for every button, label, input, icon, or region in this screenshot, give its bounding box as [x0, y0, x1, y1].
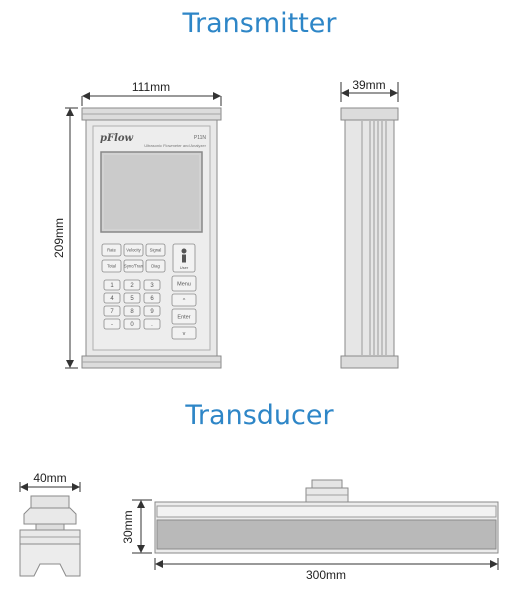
rail-scale-strip [156, 519, 497, 550]
key-face [123, 279, 141, 291]
key-label: 1 [110, 283, 114, 289]
transmitter-side-view: 39mm [340, 78, 399, 369]
key-label: - [111, 322, 113, 328]
key-num-7[interactable]: 8 [123, 305, 141, 317]
key-label: ^ [183, 298, 186, 304]
key-face [101, 243, 122, 257]
key-num-1[interactable]: 2 [123, 279, 141, 291]
user-key[interactable]: User [172, 243, 196, 273]
key-rate[interactable]: Rate [101, 243, 122, 257]
key-label: User [180, 265, 189, 270]
key-label: 5 [130, 296, 134, 302]
key-face [123, 305, 141, 317]
clamp-cap [311, 479, 343, 489]
key-num-9[interactable]: - [103, 318, 121, 330]
key-label: 2 [130, 283, 134, 289]
key-label: 4 [110, 296, 114, 302]
key-side-0[interactable]: Menu [171, 275, 197, 292]
key-sync-tran[interactable]: Sync/Tran [123, 259, 144, 273]
user-icon [181, 248, 187, 263]
key-label: Velocity [126, 247, 141, 252]
key-face [171, 308, 197, 325]
depth-label: 39mm [352, 78, 385, 92]
transducer-end-view: 40mm [19, 471, 81, 577]
key-face [143, 318, 161, 330]
key-face [123, 243, 144, 257]
key-side-2[interactable]: Enter [171, 308, 197, 325]
rail-top-channel [156, 505, 497, 518]
key-face [171, 275, 197, 292]
side-bottom-cap [340, 355, 399, 369]
key-label: Sync/Tran [124, 263, 144, 268]
key-label: v [183, 331, 186, 337]
key-face [123, 292, 141, 304]
key-num-6[interactable]: 7 [103, 305, 121, 317]
user-icon-body [182, 254, 186, 263]
user-icon-head [181, 248, 187, 254]
key-num-0[interactable]: 1 [103, 279, 121, 291]
key-face [123, 318, 141, 330]
key-label: Rate [107, 247, 117, 252]
key-face [143, 305, 161, 317]
key-label: Diag [151, 263, 160, 268]
key-num-5[interactable]: 6 [143, 292, 161, 304]
key-diag[interactable]: Diag [145, 259, 166, 273]
key-label: 7 [110, 309, 114, 315]
transmitter-title: Transmitter [182, 8, 337, 39]
transmitter-front-view: 111mm 209mm pFlow P11N Ultrasonic Flowme… [52, 80, 222, 369]
clamp-neck [35, 523, 65, 531]
key-label: Total [107, 263, 116, 268]
side-top-cap [340, 107, 399, 121]
key-side-3[interactable]: v [171, 326, 197, 340]
key-num-3[interactable]: 4 [103, 292, 121, 304]
key-label: Enter [177, 314, 190, 320]
brand-logo: pFlow [100, 133, 134, 144]
key-face [103, 305, 121, 317]
transducer-title: Transducer [185, 400, 334, 431]
display-area [104, 155, 199, 229]
key-face [103, 279, 121, 291]
key-num-8[interactable]: 9 [143, 305, 161, 317]
key-face [143, 292, 161, 304]
key-face [101, 259, 122, 273]
key-num-10[interactable]: 0 [123, 318, 141, 330]
transducer-width-label: 40mm [33, 471, 66, 485]
transducer-length-label: 300mm [306, 568, 346, 582]
transducer-side-view: 30mm 300mm [121, 479, 499, 582]
key-face [143, 279, 161, 291]
key-velocity[interactable]: Velocity [123, 243, 144, 257]
key-label: 9 [150, 309, 154, 315]
key-label: 8 [130, 309, 134, 315]
key-side-1[interactable]: ^ [171, 293, 197, 307]
key-label: . [151, 322, 153, 328]
model-label: P11N [194, 135, 207, 141]
width-label: 111mm [132, 80, 170, 94]
height-label: 209mm [52, 218, 66, 258]
device-subtitle: Ultrasonic Flowmeter and Analyzer [144, 143, 206, 148]
key-face [171, 293, 197, 307]
key-num-11[interactable]: . [143, 318, 161, 330]
key-label: Menu [177, 281, 191, 287]
key-face [103, 318, 121, 330]
key-label: 3 [150, 283, 154, 289]
key-face [171, 326, 197, 340]
key-face [145, 259, 166, 273]
transducer-height-label: 30mm [121, 510, 135, 543]
clamp-top [30, 495, 70, 509]
key-face [145, 243, 166, 257]
key-face [123, 259, 144, 273]
key-total[interactable]: Total [101, 259, 122, 273]
transducer-base [19, 543, 81, 577]
clamp-shoulder [23, 507, 77, 525]
key-label: 0 [130, 322, 134, 328]
key-face [103, 292, 121, 304]
key-label: Signal [150, 247, 162, 252]
key-num-4[interactable]: 5 [123, 292, 141, 304]
key-label: 6 [150, 296, 154, 302]
key-num-2[interactable]: 3 [143, 279, 161, 291]
key-signal[interactable]: Signal [145, 243, 166, 257]
